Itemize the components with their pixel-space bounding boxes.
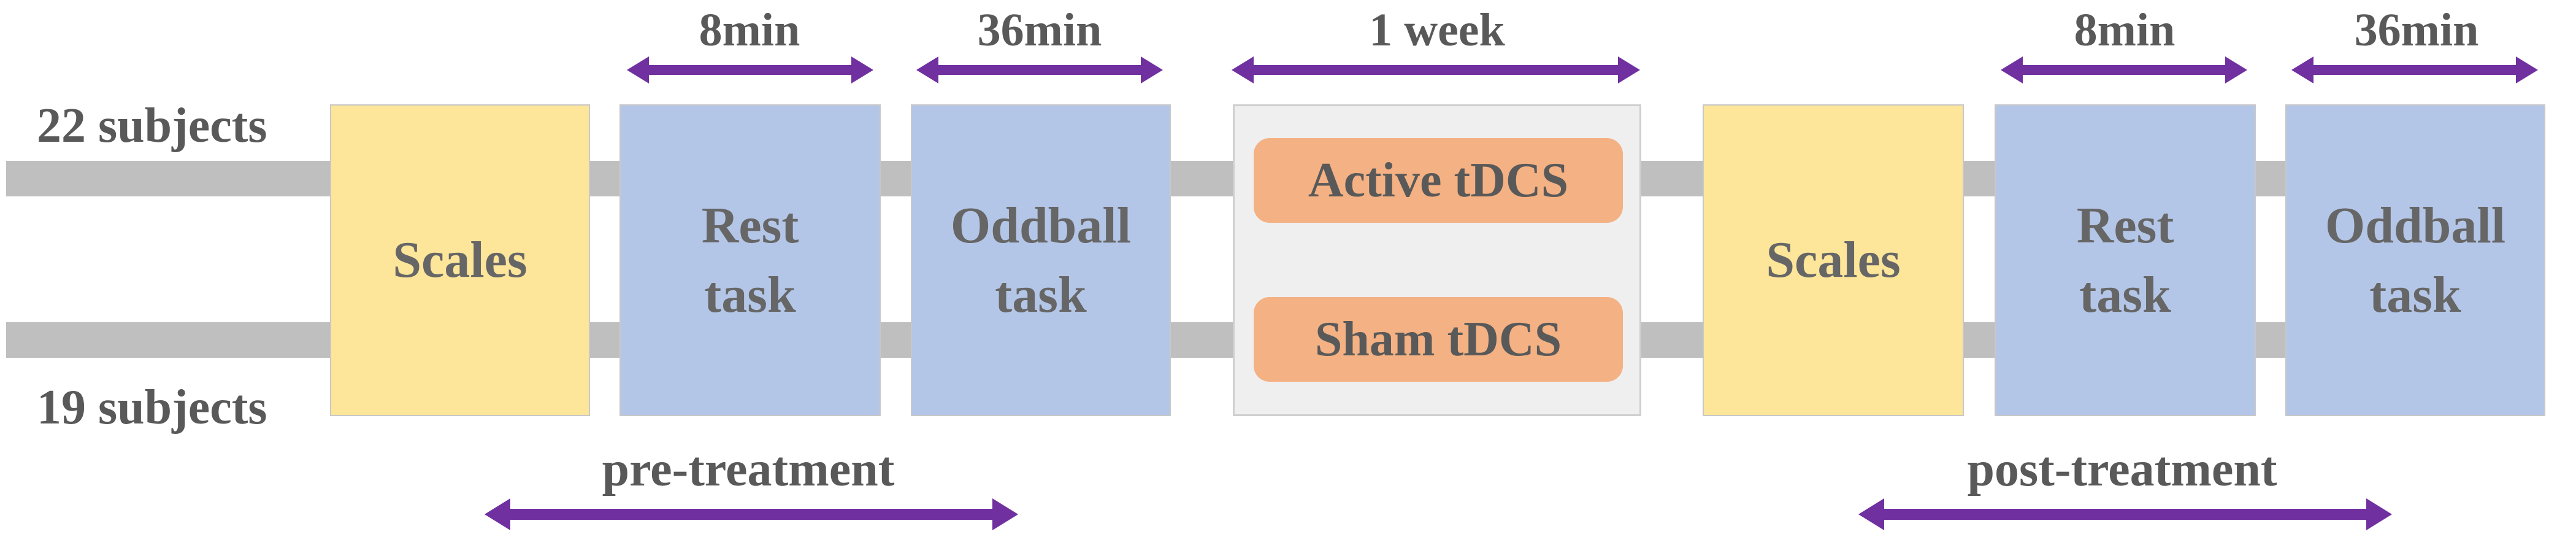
pre-oddball-duration-label: 36min [977, 4, 1102, 56]
post-treatment-arrow [1858, 498, 2392, 530]
pre-rest-duration-label: 8min [699, 4, 800, 56]
pre-rest-line-1: Rest [701, 196, 799, 254]
post-rest-line-1: Rest [2076, 196, 2174, 254]
pre-rest-task-box: Rest task [619, 104, 881, 416]
post-scales-box: Scales [1703, 104, 1964, 416]
pre-rest-line-2: task [704, 266, 796, 323]
group-label-19-subjects: 19 subjects [37, 381, 267, 435]
pre-scales-label: Scales [393, 231, 527, 289]
post-rest-task-box: Rest task [1995, 104, 2256, 416]
post-rest-duration-label: 8min [2074, 4, 2175, 56]
post-oddball-line-2: task [2369, 266, 2461, 323]
post-rest-duration-arrow [2001, 56, 2247, 83]
pre-oddball-duration-arrow [916, 56, 1163, 83]
post-oddball-duration-arrow [2291, 56, 2538, 83]
sham-tdcs-pill: Sham tDCS [1254, 297, 1623, 382]
post-oddball-task-box: Oddball task [2285, 104, 2545, 416]
post-treatment-label: post-treatment [1967, 443, 2277, 497]
pre-oddball-line-2: task [995, 266, 1087, 323]
post-scales-label: Scales [1766, 231, 1901, 289]
treatment-duration-label: 1 week [1369, 4, 1505, 56]
treatment-duration-arrow [1232, 56, 1640, 83]
post-rest-line-2: task [2079, 266, 2171, 323]
pre-oddball-task-box: Oddball task [911, 104, 1171, 416]
active-tdcs-pill: Active tDCS [1254, 138, 1623, 223]
pre-oddball-line-1: Oddball [950, 196, 1132, 254]
pre-treatment-arrow [485, 498, 1018, 530]
post-oddball-line-1: Oddball [2325, 196, 2506, 254]
pre-scales-box: Scales [330, 104, 590, 416]
group-label-22-subjects: 22 subjects [37, 99, 267, 153]
pre-treatment-label: pre-treatment [602, 443, 895, 497]
pre-rest-duration-arrow [627, 56, 873, 83]
post-oddball-duration-label: 36min [2354, 4, 2479, 56]
